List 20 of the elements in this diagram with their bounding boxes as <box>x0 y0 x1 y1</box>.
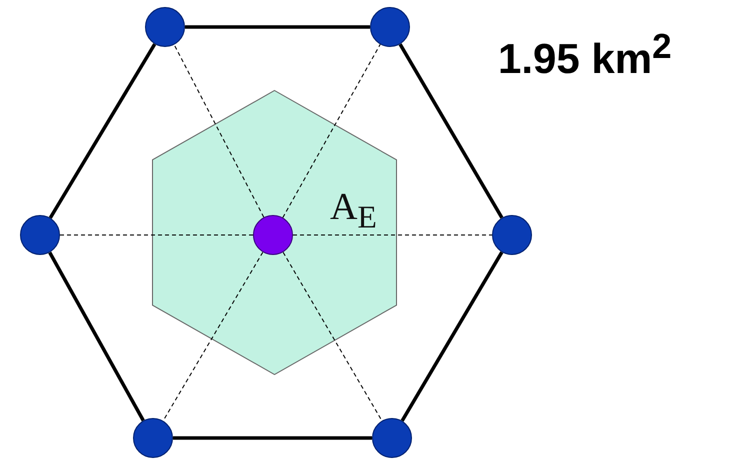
circle-marker <box>372 418 412 458</box>
circle-marker <box>133 418 173 458</box>
area-value: 1.95 km$^{2}$ <box>498 28 672 82</box>
connector-line <box>48 252 145 422</box>
connector-line <box>48 43 156 219</box>
circle-marker <box>145 7 185 47</box>
circle-marker <box>20 215 60 255</box>
dashed-line <box>174 44 264 218</box>
dashed-line <box>60 234 254 236</box>
connector-line <box>398 43 504 219</box>
connector-line <box>400 251 504 422</box>
circle-marker <box>370 7 410 47</box>
connector-line <box>185 25 370 29</box>
circle-marker <box>492 215 532 255</box>
dashed-line <box>162 252 264 422</box>
connector-line <box>173 436 372 440</box>
dashed-line <box>292 234 492 236</box>
dashed-line <box>282 44 381 218</box>
area-label: A$_{E}$ <box>330 188 377 234</box>
dashed-line <box>282 252 382 422</box>
